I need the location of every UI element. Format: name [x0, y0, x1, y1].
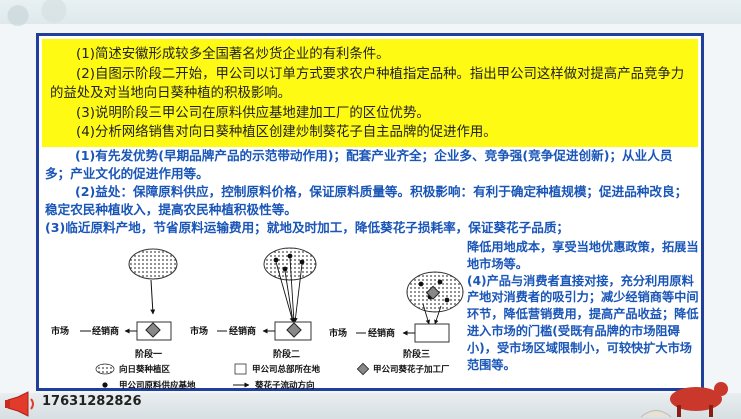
stage-1-dealer: 经销商	[92, 325, 119, 337]
stage-1-label: 阶段一	[135, 348, 162, 360]
top-decor-strip	[0, 0, 741, 24]
stage-3-base	[444, 297, 450, 303]
stage-3-hq-box	[414, 323, 450, 343]
stage-diagram: 市场 经销商 阶段一 市场 经销商 阶段二	[51, 247, 464, 391]
stage-3-label: 阶段三	[403, 348, 430, 360]
slide-frame: (1)简述安徽形成较多全国著名炒货企业的有利条件。 (2)自图示阶段二开始，甲公…	[36, 33, 704, 391]
answer-3: (3)临近原料产地，节省原料运输费用；就地及时加工，降低葵花子损耗率，保证葵花子…	[45, 220, 570, 235]
legend-hq-swatch	[234, 363, 247, 375]
corner-animal-decoration	[640, 382, 728, 418]
question-3: (3)说明阶段三甲公司在原料供应基地建加工厂的区位优势。	[76, 105, 430, 121]
answers-right-column: 降低用地成本，享受当地优惠政策，拓展当地市场等。 (4)产品与消费者直接对接，充…	[467, 239, 699, 373]
answer-3-continued: 降低用地成本，享受当地优惠政策，拓展当地市场等。	[467, 240, 699, 271]
stage-2-group: 市场 经销商 阶段二	[190, 247, 317, 360]
answers-panel: (1)有先发优势(早期品牌产品的示范带动作用)；配套产业齐全；企业多、竞争强(竞…	[45, 147, 697, 237]
question-4: (4)分析网络销售对向日葵种植区创建炒制葵花子自主品牌的促进作用。	[76, 125, 497, 140]
stage-3-base	[418, 281, 424, 287]
stage-2-label: 阶段二	[273, 348, 300, 360]
legend-hq-label: 甲公司总部所在地	[252, 364, 321, 375]
stage-3-dealer: 经销商	[368, 327, 395, 339]
stage-1-group: 市场 经销商 阶段一	[51, 248, 178, 360]
answer-1: (1)有先发优势(早期品牌产品的示范带动作用)；配套产业齐全；企业多、竞争强(竞…	[45, 148, 673, 181]
legend-base-swatch	[102, 382, 108, 388]
stage-2-base	[287, 253, 293, 259]
stage-1-planting-area	[128, 248, 178, 280]
legend-area-label: 向日葵种植区	[119, 364, 171, 375]
stage-3-factory	[425, 285, 441, 300]
question-1: (1)简述安徽形成较多全国著名炒货企业的有利条件。	[76, 47, 390, 62]
legend-factory-swatch	[356, 362, 370, 376]
diagram-legend: 向日葵种植区 甲公司总部所在地 甲公司葵花子加工厂 甲公司原料供应基地 葵花子流…	[95, 362, 450, 391]
footer-phone: 17631282826	[42, 394, 142, 409]
stage-1-market: 市场	[51, 325, 69, 337]
question-2: (2)自图示阶段二开始，甲公司以订单方式要求农户种植指定品种。指出甲公司这样做对…	[50, 66, 685, 102]
answer-2: (2)益处：保障原料供应，控制原料价格，保证原料质量等。积极影响：有利于确定种植…	[45, 184, 688, 217]
corner-decoration	[0, 0, 90, 26]
stage-2-base	[282, 266, 288, 272]
stage-3-group: 市场 经销商 阶段三	[329, 271, 464, 360]
stage-1-factory	[145, 322, 161, 338]
bottom-decor-strip	[0, 393, 741, 419]
megaphone-icon	[5, 391, 34, 417]
answer-4: (4)产品与消费者直接对接，充分利用原料产地对消费者的吸引力；减少经销商等中间环…	[467, 273, 699, 372]
stage-2-market: 市场	[190, 325, 208, 337]
stage-2-base	[299, 259, 305, 265]
questions-panel: (1)简述安徽形成较多全国著名炒货企业的有利条件。 (2)自图示阶段二开始，甲公…	[42, 39, 698, 147]
legend-flow-label: 葵花子流动方向	[254, 380, 315, 391]
stage-3-market: 市场	[329, 327, 347, 339]
stage-2-dealer: 经销商	[229, 325, 256, 337]
legend-factory-label: 甲公司葵花子加工厂	[373, 364, 450, 375]
stage-3-base	[437, 279, 443, 285]
stage-2-factory	[286, 322, 302, 338]
legend-area-swatch	[95, 363, 115, 375]
stage-2-base	[273, 257, 279, 263]
legend-base-label: 甲公司原料供应基地	[119, 380, 196, 391]
